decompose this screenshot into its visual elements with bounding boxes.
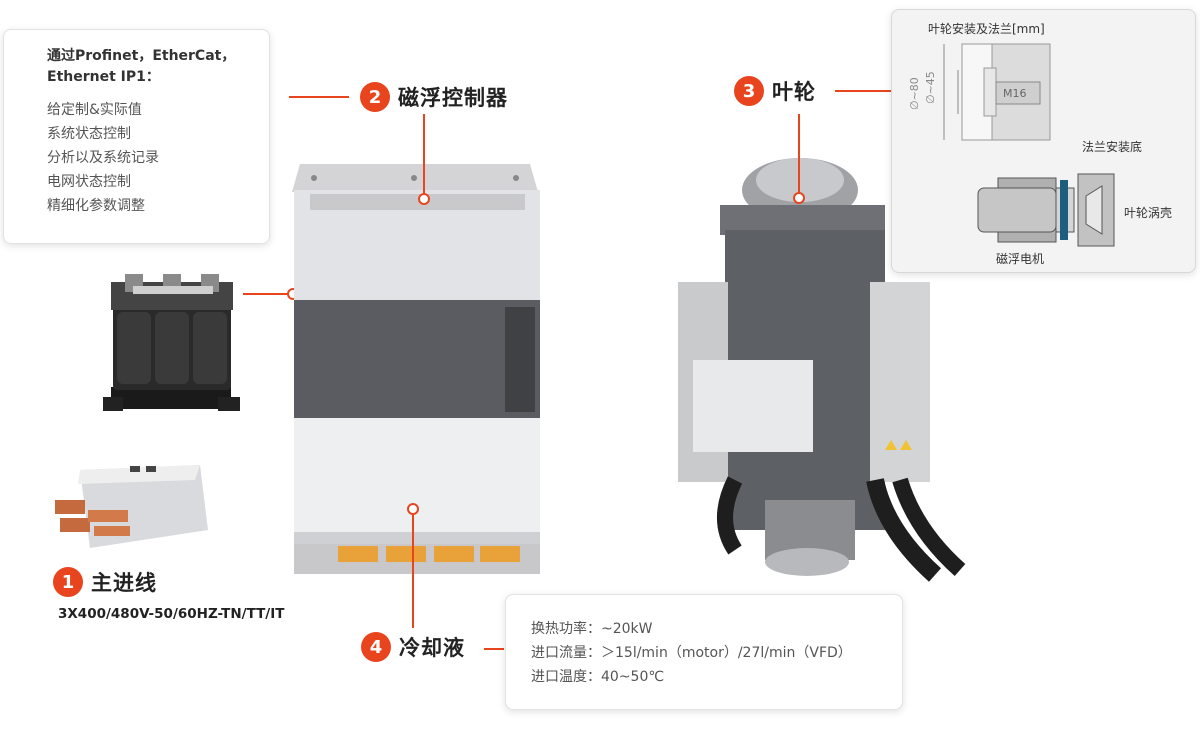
impeller-diagram-card: 叶轮安装及法兰[mm] ∅~80 ∅~45 M16 法兰安装底 叶轮涡壳 磁浮电… xyxy=(891,9,1196,273)
bolt-label: M16 xyxy=(1003,87,1027,100)
impeller-diagram-title: 叶轮安装及法兰[mm] xyxy=(928,22,1045,36)
filter-image xyxy=(55,465,208,548)
connector-line xyxy=(412,512,414,628)
motor-flange-volute-drawing xyxy=(977,173,1115,247)
callout-badge: 3 xyxy=(734,76,764,106)
callout-badge: 4 xyxy=(361,632,391,662)
coolant-card: 换热功率：~20kW 进口流量：＞15l/min（motor）/27l/min（… xyxy=(505,594,903,710)
impeller-mount-drawing xyxy=(943,43,1051,141)
flange-label: 法兰安装底 xyxy=(1082,140,1143,154)
protocol-feature-item: 系统状态控制 xyxy=(47,126,131,142)
dim-inner: ∅~45 xyxy=(924,71,937,104)
volute-label: 叶轮涡壳 xyxy=(1124,206,1173,220)
protocol-feature-item: 精细化参数调整 xyxy=(47,198,145,214)
protocol-feature-item: 给定制&实际值 xyxy=(47,102,142,118)
callout-badge: 2 xyxy=(360,82,390,112)
callout-label: 磁浮控制器 xyxy=(398,86,508,110)
dim-outer: ∅~80 xyxy=(908,77,921,110)
motor-label: 磁浮电机 xyxy=(996,252,1045,266)
coolant-spec-row: 进口流量：＞15l/min（motor）/27l/min（VFD） xyxy=(531,645,852,661)
motor-impeller-image xyxy=(678,158,966,582)
protocol-card: 通过Profinet，EtherCat， Ethernet IP1： 给定制&实… xyxy=(3,29,270,244)
callout-impeller: 3 叶轮 xyxy=(734,76,816,106)
callout-controller: 2 磁浮控制器 xyxy=(360,82,508,112)
connector-dot xyxy=(407,503,419,515)
protocol-feature-list: 给定制&实际值 系统状态控制 分析以及系统记录 电网状态控制 精细化参数调整 xyxy=(47,98,269,218)
reactor-image xyxy=(103,274,240,411)
connector-dot xyxy=(418,193,430,205)
coolant-spec-row: 进口温度：40~50℃ xyxy=(531,669,665,685)
protocol-title-line1: 通过Profinet，EtherCat， xyxy=(47,48,236,64)
callout-coolant: 4 冷却液 xyxy=(361,632,465,662)
connector-line xyxy=(484,648,504,650)
protocol-feature-item: 分析以及系统记录 xyxy=(47,150,159,166)
connector-line xyxy=(798,114,800,198)
callout-badge: 1 xyxy=(53,567,83,597)
callout-label: 主进线 xyxy=(91,571,157,595)
callout-label: 冷却液 xyxy=(399,636,465,660)
callout-main-line: 1 主进线 xyxy=(53,567,157,597)
main-line-spec: 3X400/480V-50/60HZ-TN/TT/IT xyxy=(58,606,285,622)
protocol-title-line2: Ethernet IP1： xyxy=(47,69,160,85)
protocol-feature-item: 电网状态控制 xyxy=(47,174,131,190)
connector-line xyxy=(289,96,349,98)
connector-line xyxy=(243,293,290,295)
coolant-spec-row: 换热功率：~20kW xyxy=(531,621,653,637)
controller-cabinet-image xyxy=(292,164,540,574)
connector-dot xyxy=(793,192,805,204)
connector-line xyxy=(423,114,425,198)
connector-line xyxy=(835,90,892,92)
callout-label: 叶轮 xyxy=(772,80,816,104)
